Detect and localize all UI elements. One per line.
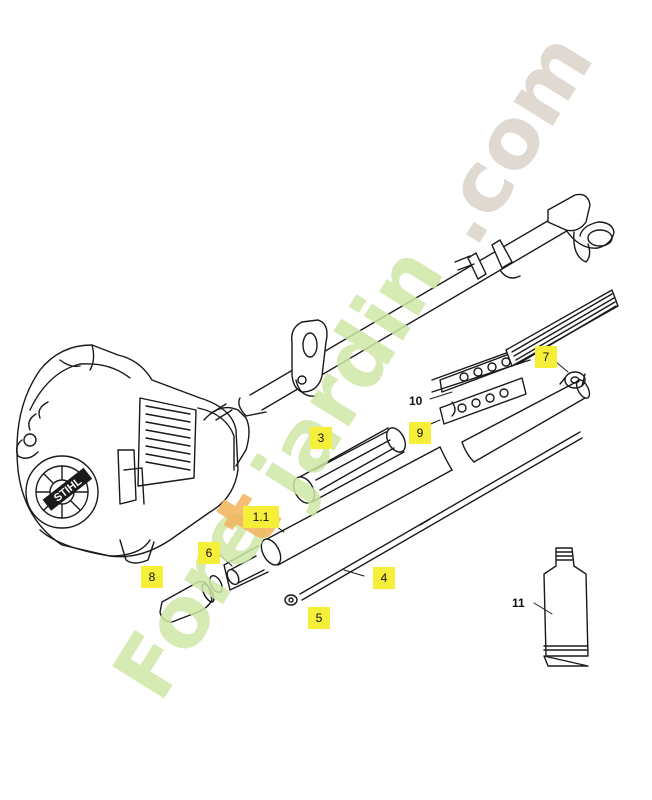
- brand-badge: [42, 467, 93, 511]
- engine-powerhead: [15, 344, 250, 564]
- callout-11: 11: [512, 596, 525, 610]
- part-8-shape: [159, 575, 223, 623]
- part-3-shape: [292, 427, 407, 504]
- part-6-shape: [226, 555, 265, 586]
- part-9-shape: [439, 377, 527, 425]
- watermark-text-gray: .com: [409, 16, 612, 260]
- callout-6-text: 6: [205, 546, 213, 560]
- callout-5[interactable]: 5: [308, 607, 330, 629]
- part-5-shape: [284, 594, 298, 606]
- watermark-text-green2: jardin: [232, 230, 463, 518]
- callout-3-text: 3: [317, 431, 325, 445]
- callout-4-text: 4: [380, 571, 388, 585]
- callout-9-text: 9: [416, 426, 424, 440]
- callout-4[interactable]: 4: [373, 567, 395, 589]
- callout-7[interactable]: 7: [535, 346, 557, 368]
- callout-6[interactable]: 6: [198, 542, 220, 564]
- callout-1-1[interactable]: 1.1: [243, 506, 279, 528]
- callout-8[interactable]: 8: [141, 566, 163, 588]
- callout-10: 10: [409, 394, 423, 408]
- callout-5-text: 5: [315, 611, 323, 625]
- part-11-shape: [543, 547, 589, 667]
- drive-shaft-tube: [238, 193, 615, 417]
- callout-7-text: 7: [542, 350, 550, 364]
- callout-1-1-text: 1.1: [252, 510, 270, 524]
- part-1-1-shape: [223, 379, 591, 591]
- callout-9[interactable]: 9: [409, 422, 431, 444]
- callout-3[interactable]: 3: [310, 427, 332, 449]
- callout-8-text: 8: [148, 570, 156, 584]
- part-4-shape: [299, 431, 583, 601]
- flat-strip: [505, 289, 619, 367]
